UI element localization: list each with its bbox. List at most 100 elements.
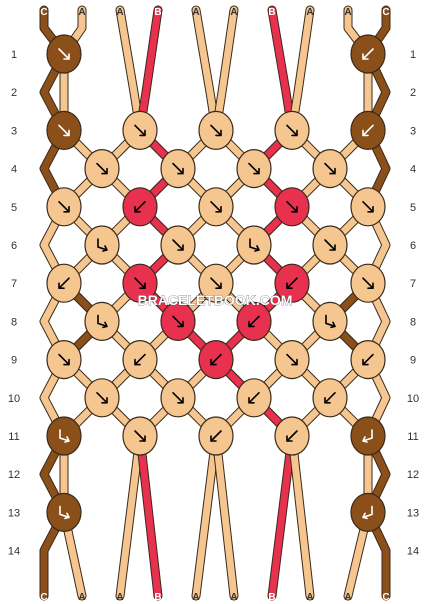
- knot-direction-arrow-icon: [286, 277, 298, 290]
- knot: [236, 378, 272, 418]
- knot: [198, 187, 234, 227]
- knot: [84, 225, 120, 265]
- knot-direction-arrow-icon: [58, 277, 70, 290]
- strand-a3-bottom: [192, 432, 220, 600]
- knot-direction-arrow-icon: [362, 353, 374, 366]
- knot: [350, 187, 386, 227]
- strand-a4-bottom: [212, 432, 238, 600]
- row-number-left: 9: [11, 355, 17, 367]
- knot: [46, 34, 82, 74]
- row-number-left: 13: [8, 507, 20, 519]
- row-number-right: 8: [410, 316, 416, 328]
- row-number-left: 5: [11, 202, 17, 214]
- row-number-right: 6: [410, 240, 416, 252]
- strand-label-bottom: A: [78, 592, 85, 603]
- strand-label-top: A: [192, 7, 199, 18]
- knot: [274, 263, 310, 303]
- knot: [274, 340, 310, 380]
- knot: [160, 225, 196, 265]
- knot-direction-arrow-icon: [324, 391, 336, 404]
- knot-direction-arrow-icon: [134, 201, 146, 213]
- strand-label-bottom: A: [306, 592, 313, 603]
- strand-label-top: B: [268, 7, 275, 18]
- strand-label-bottom: A: [192, 592, 199, 603]
- knot-body: [236, 225, 272, 265]
- knot-direction-arrow-icon: [324, 239, 336, 251]
- knot: [160, 301, 196, 341]
- knot: [312, 378, 348, 418]
- knot-direction-arrow-icon: [58, 48, 70, 60]
- knot: [160, 378, 196, 418]
- knot-direction-arrow-icon: [248, 162, 260, 175]
- strand-a2-bottom: [116, 432, 144, 600]
- row-number-left: 12: [8, 469, 20, 481]
- strand-label-bottom: C: [40, 592, 47, 603]
- knot-direction-arrow-icon: [97, 314, 108, 329]
- knot: [312, 149, 348, 189]
- knot: [198, 110, 234, 150]
- knot-direction-arrow-icon: [172, 239, 184, 251]
- knot: [84, 378, 120, 418]
- knot: [312, 301, 348, 341]
- row-number-left: 3: [11, 125, 17, 137]
- knot-direction-arrow-icon: [210, 277, 222, 290]
- knot-body: [46, 492, 82, 533]
- strand-b1-bottom: [136, 432, 162, 600]
- row-number-right: 11: [407, 431, 418, 443]
- knot: [46, 340, 82, 380]
- strand-label-bottom: A: [116, 592, 123, 603]
- knot-body: [46, 416, 82, 456]
- strand-a5-bottom: [288, 432, 314, 600]
- strand-label-top: A: [306, 7, 313, 18]
- row-number-left: 8: [11, 316, 17, 328]
- strand-a-right-zig: [364, 203, 390, 440]
- knot-direction-arrow-icon: [286, 430, 298, 442]
- strand-label-top: A: [344, 7, 351, 18]
- row-number-left: 10: [8, 393, 20, 405]
- row-number-right: 7: [410, 278, 416, 290]
- knot: [274, 416, 310, 456]
- knot: [236, 225, 272, 265]
- knot: [198, 416, 234, 456]
- knot-direction-arrow-icon: [362, 48, 374, 60]
- knot: [350, 340, 386, 380]
- knot: [198, 340, 234, 380]
- knot-direction-arrow-icon: [249, 238, 260, 252]
- knot: [350, 34, 386, 74]
- knot-direction-arrow-icon: [362, 429, 373, 443]
- knot-body: [350, 492, 386, 533]
- row-number-right: 1: [410, 49, 416, 61]
- row-number-left: 2: [11, 87, 17, 99]
- knot-direction-arrow-icon: [362, 201, 374, 213]
- knot-direction-arrow-icon: [248, 315, 260, 328]
- knot-direction-arrow-icon: [134, 430, 146, 442]
- row-number-right: 10: [407, 393, 419, 405]
- row-number-right: 4: [410, 164, 416, 176]
- knot: [160, 149, 196, 189]
- knot-direction-arrow-icon: [59, 429, 70, 443]
- knot-direction-arrow-icon: [134, 353, 146, 366]
- knot: [122, 416, 158, 456]
- strand-label-top: C: [382, 7, 389, 18]
- knot-direction-arrow-icon: [172, 162, 184, 175]
- row-number-left: 1: [11, 49, 17, 61]
- knot: [46, 263, 82, 303]
- knot-direction-arrow-icon: [97, 238, 108, 252]
- knot: [84, 149, 120, 189]
- knot-body: [84, 225, 120, 265]
- watermark-text: BRACELETBOOK.COM: [138, 292, 293, 308]
- strand-b2-bottom: [268, 432, 296, 600]
- knot-direction-arrow-icon: [134, 277, 146, 290]
- knot: [122, 110, 158, 150]
- knot-direction-arrow-icon: [324, 162, 336, 175]
- knot: [350, 110, 386, 150]
- strand-label-top: C: [40, 7, 47, 18]
- knot-direction-arrow-icon: [362, 124, 374, 137]
- strand-label-bottom: C: [382, 592, 389, 603]
- knot-direction-arrow-icon: [58, 201, 70, 213]
- knot-direction-arrow-icon: [210, 353, 222, 366]
- knot: [46, 416, 82, 456]
